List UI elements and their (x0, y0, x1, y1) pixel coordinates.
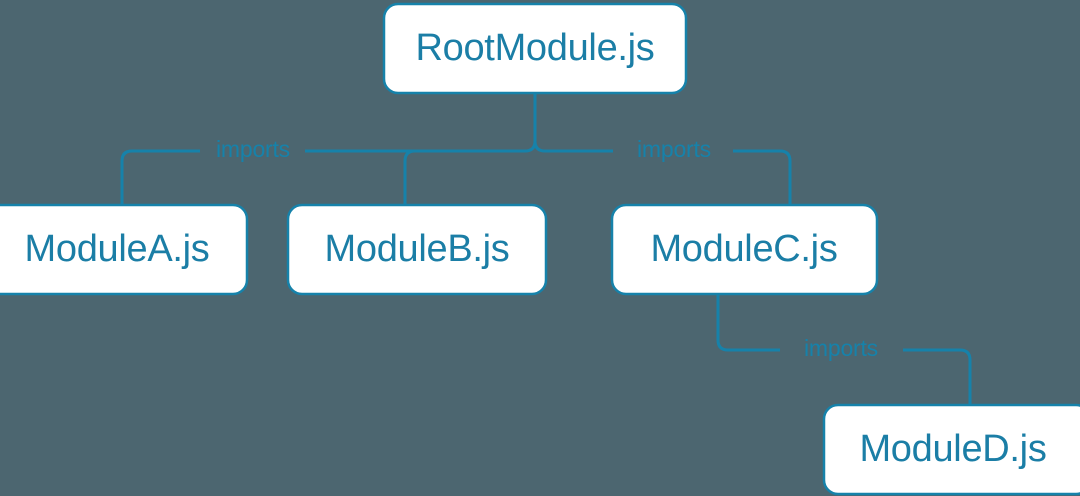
node-modulea-label: ModuleA.js (25, 228, 210, 270)
node-moduleb-box[interactable] (286, 203, 548, 296)
edge-modulec-to-moduled-down (716, 294, 780, 352)
edge-label-layer: imports imports imports (216, 136, 878, 361)
node-rootmodule-label: RootModule.js (416, 27, 655, 69)
node-modulec[interactable]: ModuleC.js (610, 203, 879, 296)
node-modulec-box[interactable] (610, 203, 879, 296)
edge-layer (120, 93, 972, 405)
node-moduleb[interactable]: ModuleB.js (286, 203, 548, 296)
edge-label-modulec-to-moduled: imports (804, 335, 878, 361)
node-moduled-box[interactable] (822, 403, 1080, 496)
node-rootmodule[interactable]: RootModule.js (382, 2, 688, 95)
edge-modulec-to-moduled-across (903, 348, 972, 405)
edge-root-to-modulec-trunk-outer (733, 149, 792, 205)
edge-root-stem-left (524, 93, 537, 153)
node-moduleb-label: ModuleB.js (325, 228, 510, 270)
edge-label-root-to-modulea: imports (216, 136, 290, 162)
edge-root-to-modulea-trunk-outer (120, 149, 200, 205)
node-moduled[interactable]: ModuleD.js (822, 403, 1080, 496)
node-modulea[interactable]: ModuleA.js (0, 203, 249, 296)
node-rootmodule-box[interactable] (382, 2, 688, 95)
edge-root-to-moduleb (403, 149, 416, 205)
node-modulec-label: ModuleC.js (650, 228, 837, 270)
node-moduled-label: ModuleD.js (859, 428, 1046, 470)
node-modulea-box[interactable] (0, 203, 249, 296)
edge-label-root-to-modulec: imports (637, 136, 711, 162)
